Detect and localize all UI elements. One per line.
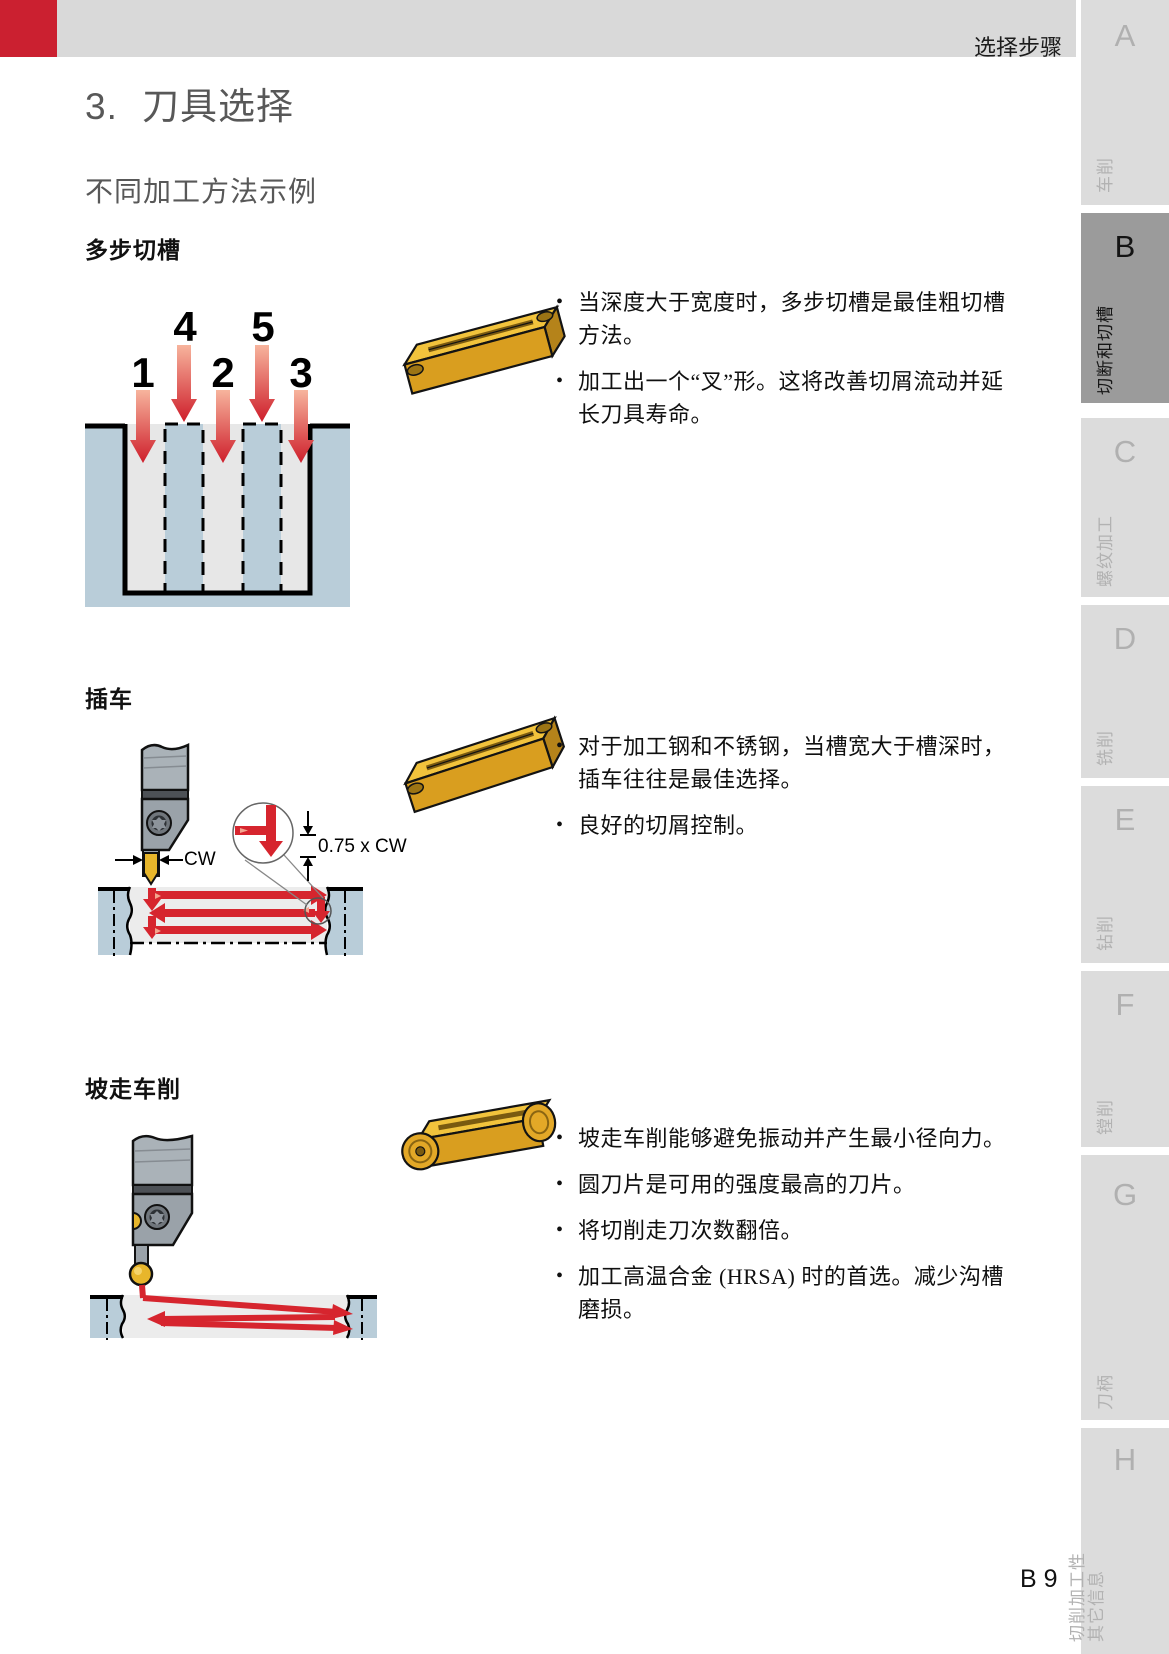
section-heading-multistep: 多步切槽 bbox=[85, 237, 181, 263]
tab-label-line1: 切削加工性 bbox=[1068, 1552, 1087, 1642]
plunge-toolpath bbox=[143, 885, 330, 940]
bullet-item: 当深度大于宽度时，多步切槽是最佳粗切槽方法。 bbox=[556, 286, 1008, 352]
tab-threading[interactable]: C 螺纹加工 bbox=[1081, 418, 1169, 597]
page-title: 3. 刀具选择 bbox=[85, 76, 294, 130]
section-heading-ramping: 坡走车削 bbox=[85, 1076, 181, 1102]
multistep-groove-diagram bbox=[85, 345, 350, 607]
plunge-diagram bbox=[98, 743, 363, 957]
tab-letter: H bbox=[1113, 1442, 1137, 1477]
step-number-4: 4 bbox=[173, 303, 197, 350]
ramping-toolpath bbox=[139, 1284, 353, 1335]
grooving-insert-image bbox=[402, 304, 566, 395]
tab-letter: B bbox=[1114, 229, 1136, 264]
arrow-step-3 bbox=[288, 390, 314, 463]
tab-letter: F bbox=[1115, 987, 1135, 1022]
dim-label: 0.75 x CW bbox=[318, 836, 407, 857]
arrow-step-1 bbox=[130, 390, 156, 463]
page-number: B 9 bbox=[1020, 1565, 1058, 1593]
plunge-bullets: 对于加工钢和不锈钢，当槽宽大于槽深时，插车往往是最佳选择。 良好的切屑控制。 bbox=[556, 730, 1008, 855]
tab-label: 钻削 bbox=[1096, 915, 1115, 951]
bullet-item: 坡走车削能够避免振动并产生最小径向力。 bbox=[556, 1122, 1008, 1155]
bullet-item: 良好的切屑控制。 bbox=[556, 809, 1008, 842]
tab-boring[interactable]: F 镗削 bbox=[1081, 971, 1169, 1147]
tab-label: 刀柄 bbox=[1096, 1374, 1115, 1410]
ramping-bullets: 坡走车削能够避免振动并产生最小径向力。 圆刀片是可用的强度最高的刀片。 将切削走… bbox=[556, 1122, 1008, 1339]
header-band bbox=[0, 0, 1076, 57]
bullet-item: 加工出一个“叉”形。这将改善切屑流动并延长刀具寿命。 bbox=[556, 365, 1008, 431]
tab-letter: C bbox=[1113, 434, 1137, 469]
bullet-item: 对于加工钢和不锈钢，当槽宽大于槽深时，插车往往是最佳选择。 bbox=[556, 730, 1008, 796]
plunge-insert-tip bbox=[143, 852, 159, 886]
section-heading-plunge: 插车 bbox=[85, 686, 133, 712]
ramping-diagram bbox=[90, 1134, 377, 1340]
cw-label: CW bbox=[184, 849, 216, 870]
step-number-1: 1 bbox=[131, 349, 155, 396]
page-title-text: 刀具选择 bbox=[142, 86, 294, 127]
breadcrumb: 选择步骤 bbox=[973, 35, 1062, 60]
page-title-number: 3. bbox=[85, 86, 118, 127]
tab-other-info[interactable]: H 切削加工性其它信息 bbox=[1068, 1428, 1169, 1654]
step-number-5: 5 bbox=[251, 303, 275, 350]
arrow-step-4 bbox=[171, 345, 197, 422]
tab-label: 切削加工性其它信息 bbox=[1068, 1552, 1106, 1642]
section-color-corner bbox=[0, 0, 57, 57]
step-number-2: 2 bbox=[211, 349, 235, 396]
section-tab-sidebar: A 车削 B 切断和切槽 C 螺纹加工 D 铣削 E 钻削 F 镗削 G 刀柄 bbox=[1068, 0, 1169, 1654]
page-subtitle: 不同加工方法示例 bbox=[85, 176, 318, 207]
tab-letter: A bbox=[1114, 18, 1136, 53]
bullet-item: 加工高温合金 (HRSA) 时的首选。减少沟槽磨损。 bbox=[556, 1260, 1008, 1326]
round-insert-tip bbox=[128, 1261, 154, 1287]
tab-letter: E bbox=[1114, 802, 1136, 837]
tab-label: 铣削 bbox=[1096, 730, 1115, 766]
plunge-insert-image bbox=[403, 715, 566, 814]
tab-letter: D bbox=[1113, 621, 1137, 656]
tab-drilling[interactable]: E 钻削 bbox=[1081, 786, 1169, 963]
bullet-item: 圆刀片是可用的强度最高的刀片。 bbox=[556, 1168, 1008, 1201]
tab-label: 切断和切槽 bbox=[1096, 305, 1115, 395]
arrow-step-5 bbox=[249, 345, 275, 422]
tab-tool-holding[interactable]: G 刀柄 bbox=[1081, 1155, 1169, 1420]
tab-label: 螺纹加工 bbox=[1096, 515, 1115, 587]
tab-label: 车削 bbox=[1096, 157, 1115, 193]
tab-milling[interactable]: D 铣削 bbox=[1081, 605, 1169, 778]
round-insert-image bbox=[401, 1098, 557, 1171]
step-number-3: 3 bbox=[289, 349, 313, 396]
multistep-bullets: 当深度大于宽度时，多步切槽是最佳粗切槽方法。 加工出一个“叉”形。这将改善切屑流… bbox=[556, 286, 1008, 444]
tab-turning[interactable]: A 车削 bbox=[1081, 0, 1169, 205]
tab-letter: G bbox=[1112, 1177, 1138, 1212]
tab-parting-grooving[interactable]: B 切断和切槽 bbox=[1081, 213, 1169, 403]
bullet-item: 将切削走刀次数翻倍。 bbox=[556, 1214, 1008, 1247]
arrow-step-2 bbox=[210, 390, 236, 463]
tab-label-line2: 其它信息 bbox=[1087, 1570, 1106, 1642]
tab-label: 镗削 bbox=[1096, 1099, 1115, 1135]
